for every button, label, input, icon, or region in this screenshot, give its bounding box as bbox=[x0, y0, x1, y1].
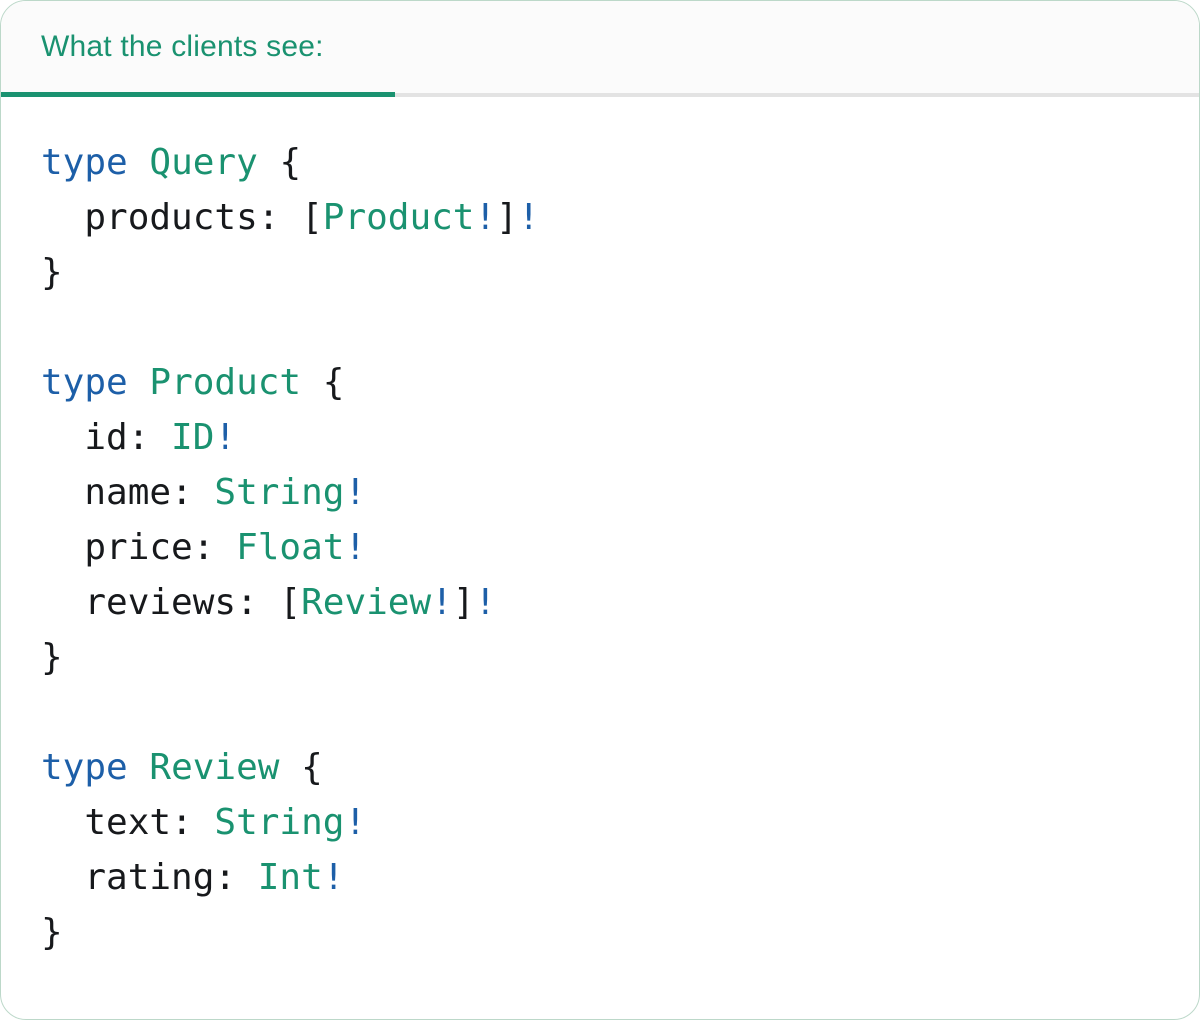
code-token: type bbox=[41, 747, 128, 788]
code-line: type Review { bbox=[41, 740, 1159, 795]
code-token: ! bbox=[344, 802, 367, 843]
code-line: } bbox=[41, 630, 1159, 685]
code-token: ! bbox=[517, 197, 540, 238]
code-token: Product bbox=[322, 197, 475, 238]
code-token bbox=[128, 362, 150, 403]
code-line: name: String! bbox=[41, 465, 1159, 520]
code-token bbox=[128, 142, 150, 183]
code-token: price: bbox=[41, 527, 237, 568]
code-token: ! bbox=[214, 417, 237, 458]
code-line: reviews: [Review!]! bbox=[41, 575, 1159, 630]
code-line: products: [Product!]! bbox=[41, 190, 1159, 245]
code-token: ] bbox=[496, 197, 518, 238]
code-panel-header: What the clients see: bbox=[1, 1, 1199, 97]
code-line: text: String! bbox=[41, 795, 1159, 850]
code-token: String bbox=[214, 802, 345, 843]
code-token: { bbox=[257, 142, 302, 183]
code-token: ID bbox=[171, 417, 215, 458]
code-token: } bbox=[41, 912, 63, 953]
code-token: type bbox=[41, 362, 128, 403]
code-token: products: [ bbox=[41, 197, 323, 238]
code-token: { bbox=[301, 362, 345, 403]
code-token: ! bbox=[474, 582, 497, 623]
active-tab-underline bbox=[1, 92, 395, 97]
tab-what-clients-see[interactable]: What the clients see: bbox=[1, 1, 395, 97]
code-token: { bbox=[279, 747, 323, 788]
code-token: Float bbox=[236, 527, 345, 568]
code-token: rating: bbox=[41, 857, 258, 898]
code-line: type Query { bbox=[41, 135, 1159, 190]
code-line: } bbox=[41, 905, 1159, 960]
code-line: } bbox=[41, 245, 1159, 300]
code-token: } bbox=[41, 637, 63, 678]
code-token: ! bbox=[344, 527, 367, 568]
code-token: ! bbox=[431, 582, 453, 623]
code-token: name: bbox=[41, 472, 215, 513]
code-line bbox=[41, 685, 1159, 740]
code-line: price: Float! bbox=[41, 520, 1159, 575]
code-token bbox=[128, 747, 150, 788]
code-token: id: bbox=[41, 417, 172, 458]
code-token: reviews: [ bbox=[41, 582, 302, 623]
code-token: } bbox=[41, 252, 63, 293]
code-line: rating: Int! bbox=[41, 850, 1159, 905]
code-line: id: ID! bbox=[41, 410, 1159, 465]
code-line bbox=[41, 300, 1159, 355]
code-token: Query bbox=[149, 142, 258, 183]
code-token: type bbox=[41, 142, 128, 183]
code-block: type Query { products: [Product!]!} type… bbox=[1, 97, 1199, 1000]
code-token: ! bbox=[322, 857, 345, 898]
code-token: Review bbox=[301, 582, 432, 623]
code-token: ] bbox=[452, 582, 475, 623]
tab-label: What the clients see: bbox=[41, 30, 324, 63]
code-line: type Product { bbox=[41, 355, 1159, 410]
code-token: Product bbox=[149, 362, 302, 403]
code-token: String bbox=[214, 472, 345, 513]
code-token: ! bbox=[344, 472, 367, 513]
code-token: text: bbox=[41, 802, 215, 843]
code-token: Int bbox=[257, 857, 323, 898]
code-token: Review bbox=[149, 747, 280, 788]
code-token: ! bbox=[474, 197, 497, 238]
